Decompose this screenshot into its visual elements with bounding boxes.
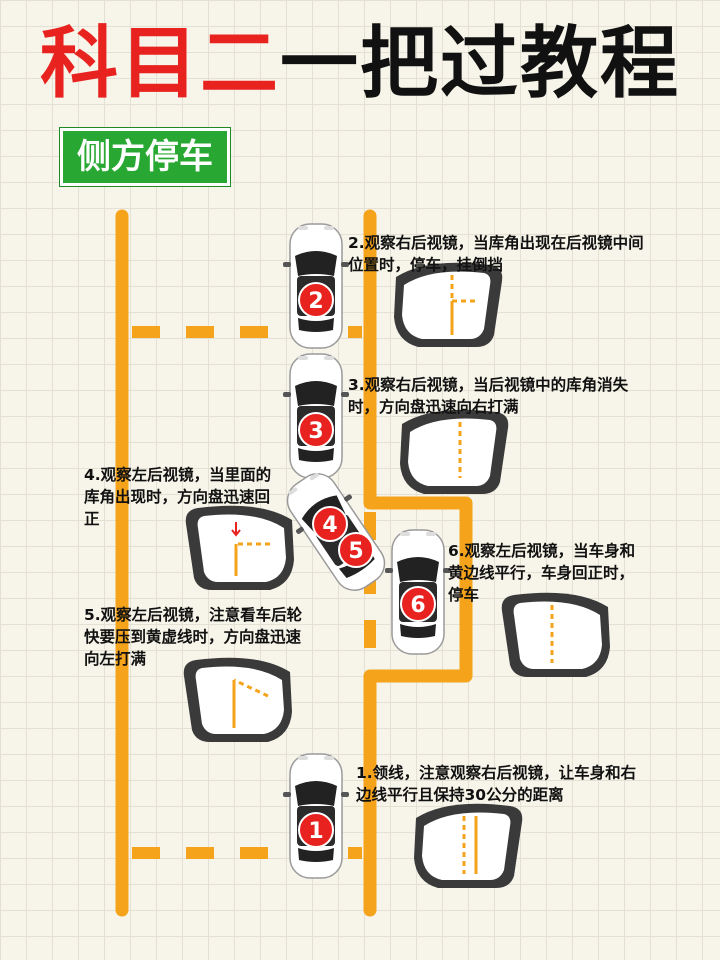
lane-lines bbox=[115, 209, 473, 917]
car-6-number: 6 bbox=[410, 593, 425, 618]
car-2: 2 bbox=[282, 223, 350, 349]
car-1-number: 1 bbox=[308, 819, 323, 844]
car-1: 1 bbox=[282, 753, 350, 879]
car-3: 3 bbox=[282, 353, 350, 479]
step-5-text: 5.观察左后视镜，注意看车后轮快要压到黄虚线时，方向盘迅速向左打满 bbox=[84, 606, 303, 668]
car-6: 6 bbox=[384, 529, 452, 655]
step-6-text: 6.观察左后视镜，当车身和黄边线平行，车身回正时，停车 bbox=[448, 542, 636, 604]
title-part-black: 一把过教程 bbox=[280, 19, 681, 109]
mirror-right-step1 bbox=[414, 803, 523, 888]
step-3-text: 3.观察右后视镜，当后视镜中的库角消失时，方向盘迅速向右打满 bbox=[348, 376, 629, 416]
step-1-text: 1.领线，注意观察右后视镜，让车身和右边线平行且保持30公分的距离 bbox=[356, 764, 637, 804]
car-2-marker bbox=[298, 282, 334, 318]
mirror-left-step5 bbox=[183, 657, 292, 742]
title-part-red: 科目二 bbox=[39, 19, 280, 109]
section-badge: 侧方停车 bbox=[60, 128, 230, 186]
mirror-right-step2 bbox=[394, 262, 503, 347]
mirror-left-step6 bbox=[501, 592, 610, 677]
right-boundary-line bbox=[363, 209, 473, 917]
car-3-marker bbox=[298, 412, 334, 448]
mirror-left-step4 bbox=[185, 505, 294, 590]
car-1-marker bbox=[298, 812, 334, 848]
car-3-number: 3 bbox=[308, 419, 323, 444]
page-title: 科目二一把过教程 bbox=[0, 14, 720, 114]
mirror-right-step3 bbox=[400, 409, 509, 494]
car-5-number: 5 bbox=[348, 539, 363, 564]
car-4-5-markers: 4 5 bbox=[312, 506, 374, 568]
step-4-text: 4.观察左后视镜，当里面的库角出现时，方向盘迅速回正 bbox=[84, 466, 272, 528]
car-5-marker bbox=[338, 532, 374, 568]
car-6-marker bbox=[400, 586, 436, 622]
car-4-number: 4 bbox=[322, 513, 337, 538]
step-2-text: 2.观察右后视镜，当库角出现在后视镜中间位置时，停车，挂倒挡 bbox=[348, 234, 644, 274]
car-2-number: 2 bbox=[308, 289, 323, 314]
car-4-marker bbox=[312, 506, 348, 542]
